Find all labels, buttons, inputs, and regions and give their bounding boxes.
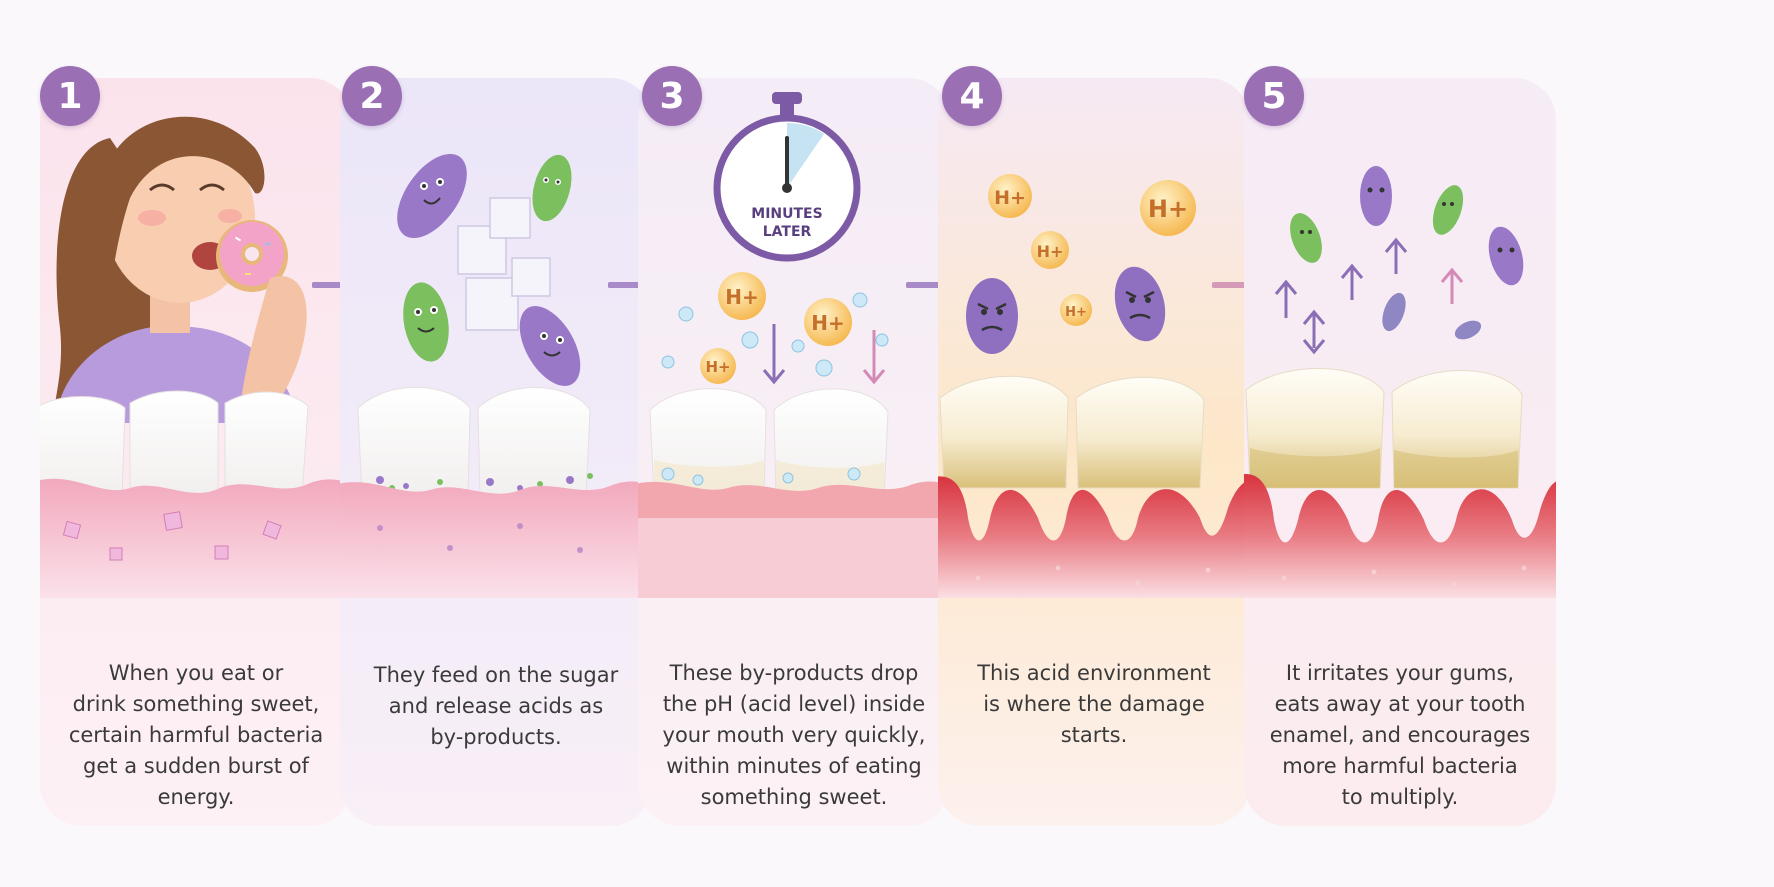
svg-text:H+: H+ bbox=[725, 285, 759, 309]
arrow-down-icon bbox=[762, 324, 786, 385]
acid-ion-icon: H+ bbox=[1060, 294, 1092, 326]
step-5-badge: 5 bbox=[1244, 66, 1304, 126]
arrow-up-icon bbox=[1384, 237, 1408, 274]
bacteria-icon bbox=[1114, 266, 1166, 342]
acid-ion-icon: H+ bbox=[988, 174, 1032, 218]
acid-ion-icon: H+ bbox=[1140, 180, 1196, 236]
step-2-illustration bbox=[340, 78, 652, 826]
bacteria-icon bbox=[1360, 166, 1392, 226]
step-1-panel: When you eat or drink something sweet, c… bbox=[40, 78, 352, 826]
stopwatch-label-1: MINUTES bbox=[751, 206, 822, 222]
teeth bbox=[939, 375, 1205, 489]
bacteria-icon bbox=[1432, 185, 1464, 235]
bacteria-icon bbox=[397, 153, 467, 239]
svg-text:H+: H+ bbox=[1065, 305, 1087, 320]
stopwatch-label-2: LATER bbox=[763, 224, 812, 240]
bacteria-icon bbox=[403, 282, 449, 362]
bacteria-icon bbox=[532, 154, 572, 222]
step-3-illustration: MINUTES LATER H+ H+ H+ bbox=[638, 78, 950, 826]
acid-ion-icon: H+ bbox=[700, 348, 736, 384]
step-4-caption: This acid environment is where the damag… bbox=[977, 661, 1211, 747]
svg-text:H+: H+ bbox=[811, 311, 845, 335]
acid-ion-icon: H+ bbox=[718, 272, 766, 320]
step-2-panel: They feed on the sugar and release acids… bbox=[340, 78, 652, 826]
bacteria-icon bbox=[1454, 320, 1482, 340]
step-3-badge: 3 bbox=[642, 66, 702, 126]
step-1-caption: When you eat or drink something sweet, c… bbox=[68, 661, 324, 809]
sugar-cubes-icon bbox=[457, 197, 551, 331]
arrow-down-icon bbox=[862, 330, 886, 385]
arrow-updown-icon bbox=[1302, 309, 1326, 355]
step-3-panel: MINUTES LATER H+ H+ H+ bbox=[638, 78, 950, 826]
bacteria-icon bbox=[1290, 213, 1322, 263]
step-4-panel: H+ H+ H+ H+ bbox=[938, 78, 1250, 826]
bacteria-icon bbox=[966, 278, 1018, 354]
bacteria-icon bbox=[1382, 292, 1406, 332]
teeth bbox=[40, 390, 309, 499]
step-5-caption: It irritates your gums, eats away at you… bbox=[1269, 661, 1531, 809]
step-2-badge: 2 bbox=[342, 66, 402, 126]
teeth bbox=[357, 386, 591, 499]
svg-text:H+: H+ bbox=[994, 187, 1026, 209]
step-4-badge: 4 bbox=[942, 66, 1002, 126]
step-3-caption: These by-products drop the pH (acid leve… bbox=[662, 661, 926, 809]
step-5-panel: It irritates your gums, eats away at you… bbox=[1244, 78, 1556, 826]
stopwatch-icon: MINUTES LATER bbox=[713, 92, 861, 262]
step-2-caption: They feed on the sugar and release acids… bbox=[373, 663, 619, 749]
donut-icon bbox=[216, 220, 288, 292]
svg-text:H+: H+ bbox=[1148, 195, 1188, 223]
step-1-illustration bbox=[40, 78, 352, 826]
svg-text:H+: H+ bbox=[705, 358, 730, 376]
step-1-badge: 1 bbox=[40, 66, 100, 126]
acid-ion-icon: H+ bbox=[804, 298, 852, 346]
arrow-up-icon bbox=[1440, 267, 1464, 304]
teeth bbox=[1245, 368, 1523, 489]
acid-ion-icon: H+ bbox=[1031, 231, 1069, 269]
bacteria-icon bbox=[519, 306, 581, 386]
step-4-illustration: H+ H+ H+ H+ bbox=[938, 78, 1250, 826]
arrow-up-icon bbox=[1274, 279, 1298, 318]
bacteria-icon bbox=[1488, 226, 1524, 286]
arrow-up-icon bbox=[1340, 263, 1364, 300]
svg-text:H+: H+ bbox=[1037, 242, 1064, 261]
step-5-illustration bbox=[1244, 78, 1556, 826]
